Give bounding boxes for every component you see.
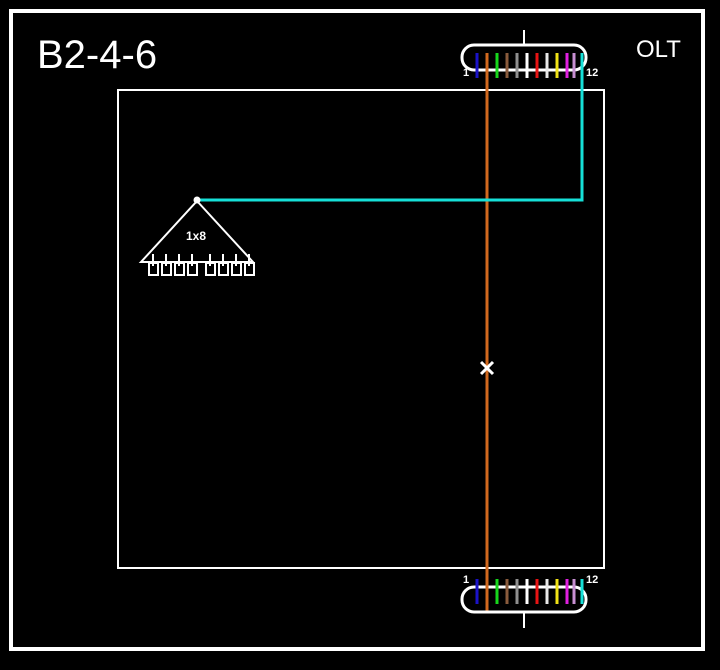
splitter-output-port-6[interactable]: [218, 262, 229, 276]
outer-frame: [9, 9, 705, 651]
splitter-output-port-4[interactable]: [187, 262, 198, 276]
splitter-output-port-3[interactable]: [174, 262, 185, 276]
bottom-connector-last-label: 12: [586, 574, 598, 586]
top-connector-first-label: 1: [463, 67, 469, 79]
splitter-1x8[interactable]: 1x8: [138, 196, 256, 276]
top-connector-body: [460, 43, 588, 72]
splitter-output-port-1[interactable]: [148, 262, 159, 276]
splitter-ratio-label: 1x8: [186, 229, 206, 243]
olt-label: OLT: [636, 36, 681, 63]
splitter-input-port: [193, 196, 201, 204]
top-connector[interactable]: 1 12: [460, 30, 598, 79]
bottom-connector-body: [460, 585, 588, 614]
splitter-output-port-2[interactable]: [161, 262, 172, 276]
route-aqua-to-splitter: [197, 60, 584, 202]
bottom-connector[interactable]: 1 12: [460, 574, 598, 628]
bottom-connector-first-label: 1: [463, 574, 469, 586]
splitter-output-port-7[interactable]: [231, 262, 242, 276]
enclosure-box: [117, 89, 605, 569]
page-title: B2-4-6: [37, 33, 157, 77]
top-connector-last-label: 12: [586, 67, 598, 79]
x-marker-stroke-b: [479, 360, 495, 376]
splice-x-marker[interactable]: [479, 360, 495, 376]
splitter-output-port-8[interactable]: [244, 262, 255, 276]
splitter-output-port-5[interactable]: [205, 262, 216, 276]
